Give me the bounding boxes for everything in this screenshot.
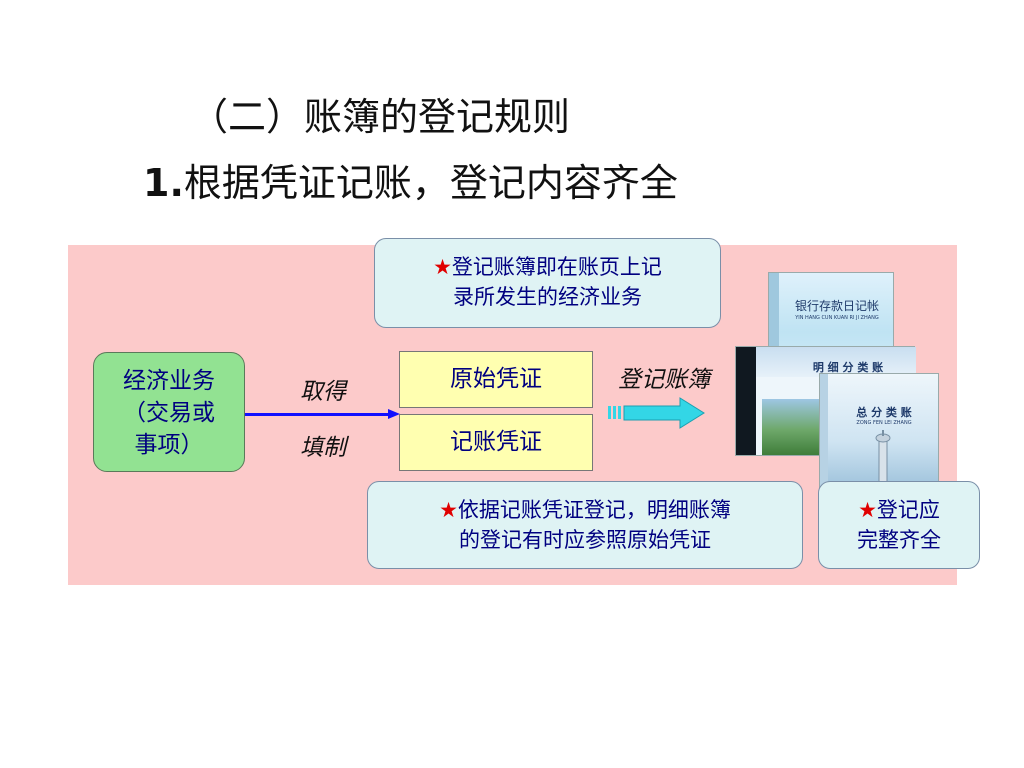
econ-line1: 经济业务	[94, 365, 244, 397]
subtitle-number: 1.	[143, 161, 184, 205]
callout-bl-line1: ★依据记账凭证登记，明细账簿	[368, 495, 802, 525]
book-binding	[736, 347, 756, 455]
callout-bottom-right: ★登记应 完整齐全	[818, 481, 980, 569]
label-fill: 填制	[300, 428, 346, 462]
accounting-voucher-box: 记账凭证	[399, 414, 593, 471]
callout-bl-text1: 依据记账凭证登记，明细账簿	[458, 498, 731, 522]
callout-top-text1: 登记账簿即在账页上记	[452, 255, 662, 279]
callout-top: ★登记账簿即在账页上记 录所发生的经济业务	[374, 238, 721, 328]
register-arrow-icon	[608, 396, 708, 430]
book1-title: 银行存款日记帐	[781, 297, 893, 314]
book3-spine	[820, 374, 828, 487]
callout-top-text2: 录所发生的经济业务	[375, 282, 720, 312]
slide-title: （二）账簿的登记规则	[190, 86, 570, 141]
star-icon: ★	[439, 498, 458, 522]
callout-br-line1: ★登记应	[819, 495, 979, 525]
label-register-books: 登记账簿	[618, 360, 710, 394]
book3-subtitle: ZONG FEN LEI ZHANG	[828, 420, 940, 426]
callout-bottom-left: ★依据记账凭证登记，明细账簿 的登记有时应参照原始凭证	[367, 481, 803, 569]
flow-arrow-line	[245, 413, 393, 416]
econ-line3: 事项）	[94, 429, 244, 461]
slide-subtitle: 1.根据凭证记账，登记内容齐全	[143, 152, 678, 207]
book-general-ledger: 总 分 类 账 ZONG FEN LEI ZHANG	[819, 373, 939, 488]
star-icon: ★	[433, 255, 452, 279]
book1-subtitle: YIN HANG CUN KUAN RI JI ZHANG	[781, 315, 893, 321]
economic-business-box: 经济业务 （交易或 事项）	[93, 352, 245, 472]
subtitle-text: 根据凭证记账，登记内容齐全	[184, 161, 678, 205]
label-obtain: 取得	[300, 372, 346, 406]
callout-bl-text2: 的登记有时应参照原始凭证	[368, 525, 802, 555]
callout-br-text2: 完整齐全	[819, 525, 979, 555]
tower-icon	[868, 430, 898, 488]
callout-br-text1: 登记应	[877, 498, 940, 522]
star-icon: ★	[858, 498, 877, 522]
econ-line2: （交易或	[94, 397, 244, 429]
book3-title: 总 分 类 账	[828, 404, 940, 420]
callout-top-line1: ★登记账簿即在账页上记	[375, 252, 720, 282]
original-voucher-box: 原始凭证	[399, 351, 593, 408]
